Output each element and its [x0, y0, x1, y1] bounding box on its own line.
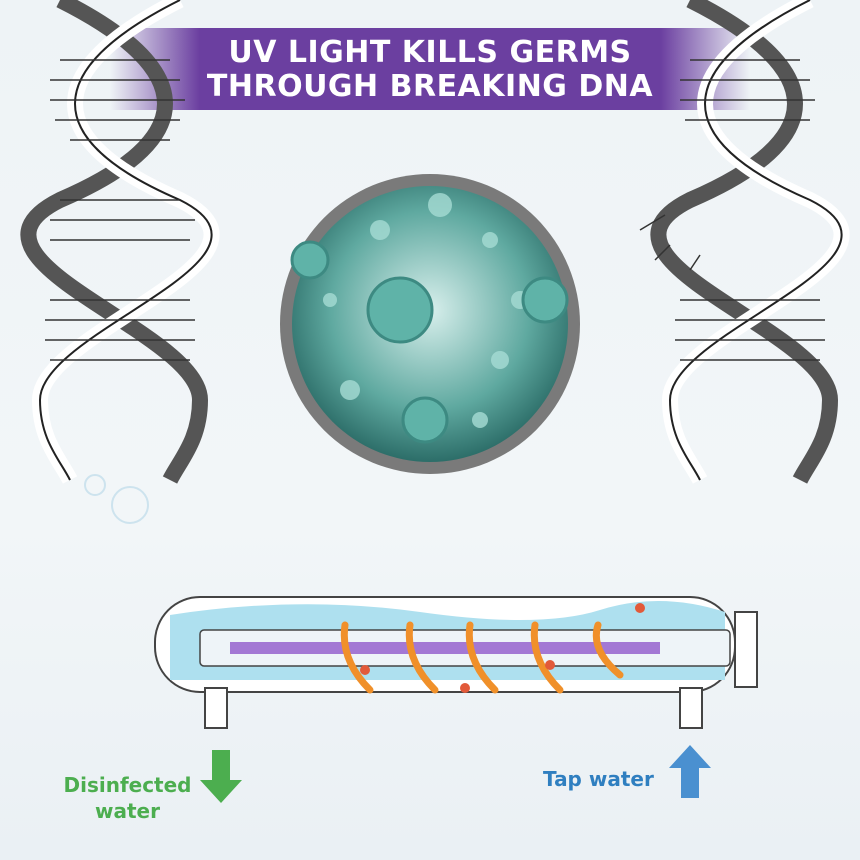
outlet-label-line-2: water — [95, 799, 160, 823]
bubble-icon — [111, 486, 149, 524]
virus-microscope-circle — [280, 174, 580, 474]
uv-ray-arrows — [340, 621, 624, 694]
page-title: UV LIGHT KILLS GERMS THROUGH BREAKING DN… — [0, 36, 860, 104]
title-banner — [110, 28, 750, 110]
title-line-1: UV LIGHT KILLS GERMS — [228, 35, 632, 70]
uv-sterilizer-diagram — [154, 596, 758, 729]
bubble-icon — [84, 474, 106, 496]
outlet-arrow-down-icon — [200, 750, 242, 803]
title-line-2: THROUGH BREAKING DNA — [206, 69, 654, 104]
dna-helix-broken-icon — [639, 0, 850, 484]
virus-icon — [290, 240, 569, 444]
outlet-label-line-1: Disinfected — [63, 773, 192, 797]
disinfected-water-label: Disinfected water — [60, 772, 195, 824]
inlet-arrow-up-icon — [669, 745, 711, 798]
tap-water-label: Tap water — [543, 767, 654, 791]
dna-helix-intact-icon — [20, 0, 220, 484]
